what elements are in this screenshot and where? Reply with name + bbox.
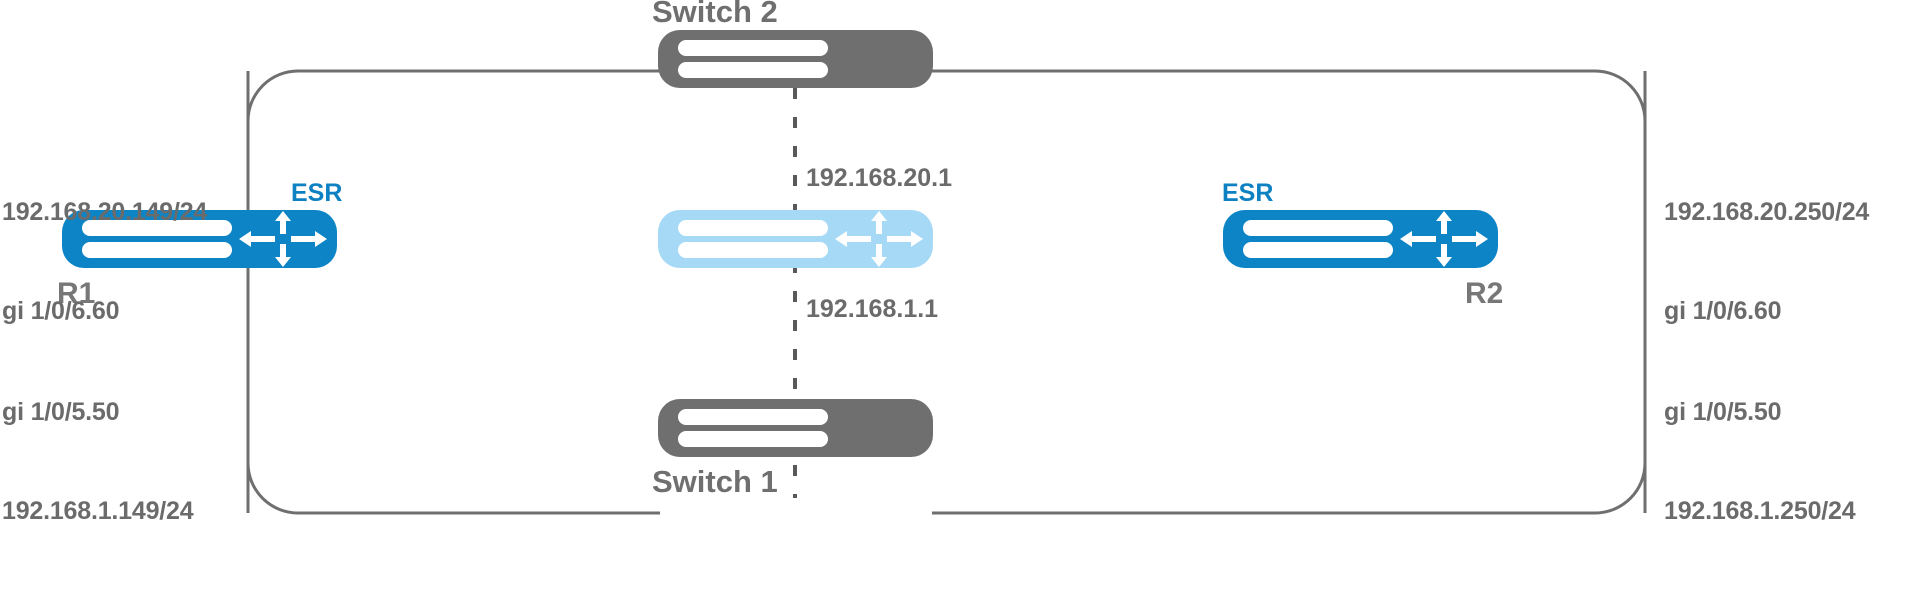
switch-icon [678,409,828,425]
router-left[interactable] [62,210,337,268]
switch-bottom[interactable] [658,399,933,457]
annotation-right-top-line2: gi 1/0/6.60 [1664,297,1782,325]
annotation-left-bottom: gi 1/0/5.50 192.168.1.149/24 [2,330,194,594]
loop-wire-left [246,69,660,515]
router-icon [1400,211,1488,267]
router-port-bar-icon [678,242,828,258]
router-port-bar-icon [678,220,828,236]
router-left-badge: ESR [291,179,343,207]
router-port-bar-icon [1243,220,1393,236]
switch-top[interactable] [658,30,933,88]
annotation-left-top-line1: 192.168.20.149/24 [2,198,208,226]
switch-icon [678,431,828,447]
router-port-bar-icon [82,242,232,258]
switch-bottom-label: Switch 1 [652,464,778,499]
annotation-left-bottom-line1: gi 1/0/5.50 [2,398,120,426]
annotation-center-top-ip: 192.168.20.1 [806,164,952,192]
router-port-bar-icon [82,220,232,236]
annotation-right-bottom-line1: gi 1/0/5.50 [1664,398,1782,426]
annotation-right-top-line1: 192.168.20.250/24 [1664,198,1870,226]
router-icon [239,211,327,267]
router-center[interactable] [658,210,933,268]
annotation-center-bottom-ip: 192.168.1.1 [806,295,939,323]
annotation-right-bottom: gi 1/0/5.50 192.168.1.250/24 [1664,330,1856,594]
switch-top-label: Switch 2 [652,0,778,29]
switch-icon [678,62,828,78]
annotation-left-top-line2: gi 1/0/6.60 [2,297,120,325]
loop-wire-right [932,69,1647,515]
annotation-left-bottom-line2: 192.168.1.149/24 [2,497,194,525]
router-right-label: R2 [1465,277,1504,310]
router-right[interactable] [1223,210,1498,268]
annotation-right-bottom-line2: 192.168.1.250/24 [1664,497,1856,525]
router-right-badge: ESR [1222,179,1274,207]
switch-icon [678,40,828,56]
router-left-label: R1 [57,277,96,310]
annotation-left-top: 192.168.20.149/24 gi 1/0/6.60 [2,130,207,394]
router-port-bar-icon [1243,242,1393,258]
annotation-right-top: 192.168.20.250/24 gi 1/0/6.60 [1664,130,1869,394]
router-icon [835,211,923,267]
